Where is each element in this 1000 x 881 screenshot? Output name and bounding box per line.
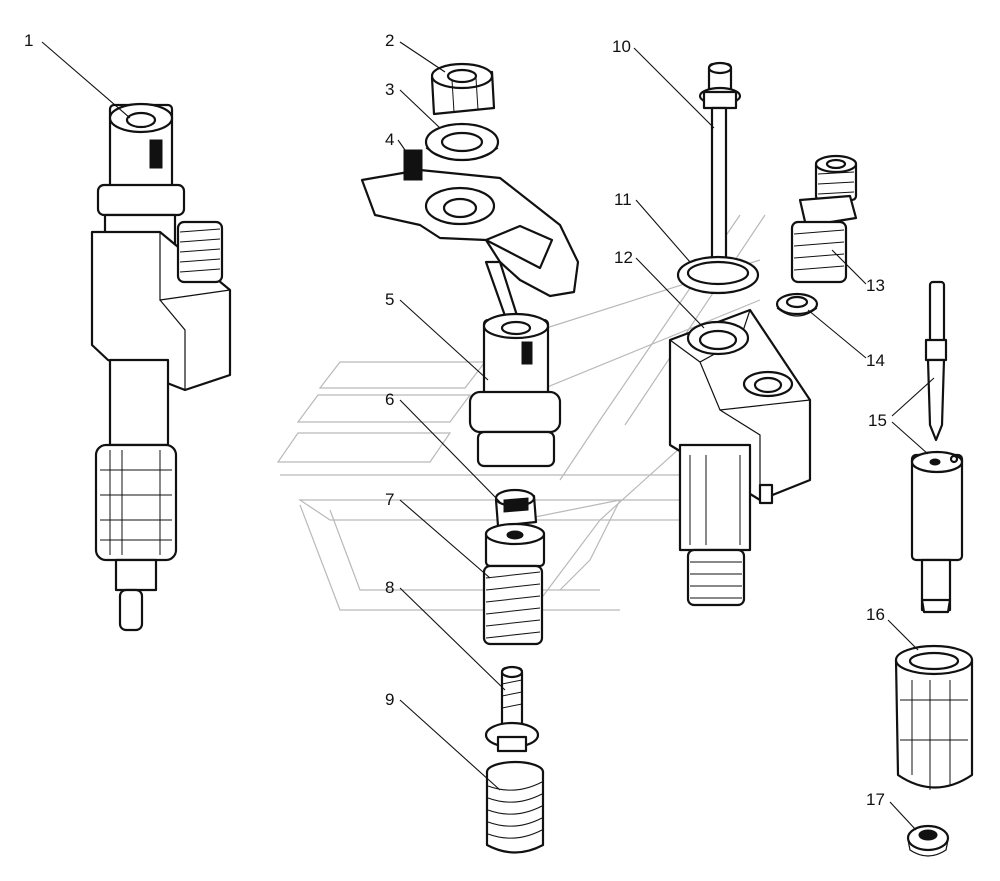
part-15-needle-and-nozzle <box>910 280 964 614</box>
leader-10 <box>633 47 715 129</box>
callout-14: 14 <box>866 351 885 370</box>
part-8-spring-rod <box>484 665 540 753</box>
callout-10: 10 <box>612 37 631 56</box>
leader-15b <box>891 421 929 455</box>
leader-4 <box>397 139 413 161</box>
leader-6 <box>399 399 501 503</box>
leader-14 <box>807 309 867 359</box>
leader-1 <box>41 41 131 119</box>
callout-6: 6 <box>385 390 394 409</box>
leader-7 <box>399 499 491 579</box>
part-14-washer <box>775 292 819 317</box>
callout-8: 8 <box>385 578 394 597</box>
leader-9 <box>399 699 501 791</box>
callout-12: 12 <box>614 248 633 267</box>
part-4-clamp-bracket <box>360 149 580 332</box>
callout-2: 2 <box>385 31 394 50</box>
callout-17: 17 <box>866 790 885 809</box>
leader-13 <box>831 249 867 285</box>
part-3-washer <box>424 122 500 162</box>
leader-16 <box>887 619 919 651</box>
callout-15: 15 <box>868 411 887 430</box>
part-16-nozzle-nut <box>894 644 974 790</box>
leader-2 <box>399 41 446 73</box>
leader-lines <box>41 41 935 831</box>
part-11-sealing-ring <box>676 255 760 295</box>
callout-9: 9 <box>385 690 394 709</box>
part-17-gasket <box>906 824 950 857</box>
part-7-adjusting-screw <box>482 522 546 646</box>
callout-3: 3 <box>385 80 394 99</box>
callout-16: 16 <box>866 605 885 624</box>
part-5-sleeve <box>468 312 562 468</box>
callout-13: 13 <box>866 276 885 295</box>
leader-12 <box>635 257 705 329</box>
part-13-fitting <box>790 154 858 284</box>
leader-17 <box>889 801 917 831</box>
part-10-push-rod <box>698 61 742 282</box>
leader-11 <box>635 199 691 263</box>
callout-7: 7 <box>385 490 394 509</box>
callout-4: 4 <box>385 130 394 149</box>
leader-5 <box>399 299 489 381</box>
callout-11: 11 <box>614 190 632 209</box>
part-9-spring <box>485 760 545 854</box>
callout-5: 5 <box>385 290 394 309</box>
leader-8 <box>399 587 506 691</box>
part-1-injector-assembly <box>90 102 232 632</box>
leader-3 <box>399 89 441 129</box>
leader-15a <box>891 377 935 417</box>
callout-labels: 1 2 3 4 5 6 7 8 9 10 11 12 13 14 15 16 1… <box>24 31 887 809</box>
part-12-body <box>668 308 812 607</box>
part-6-small-nut <box>494 488 538 528</box>
part-2-nut <box>430 62 496 116</box>
callout-1: 1 <box>24 31 33 50</box>
